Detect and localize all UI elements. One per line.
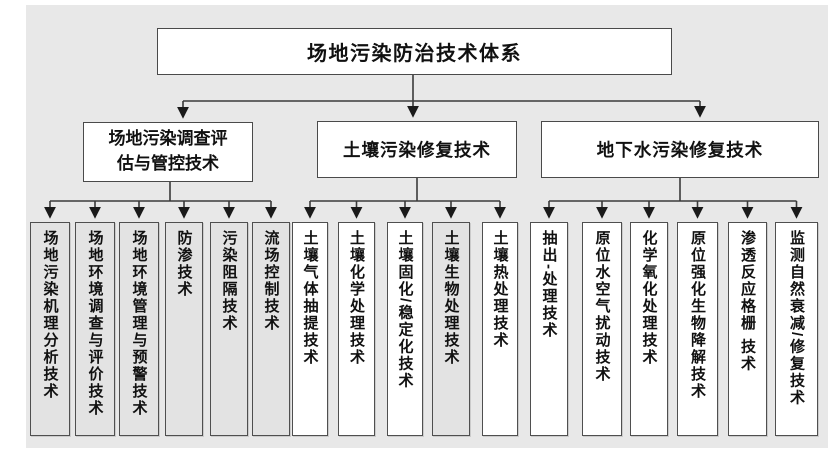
leaf-node: 场地环境调查与评价技术 [75, 222, 115, 436]
leaf-node: 土壤热处理技术 [482, 222, 518, 436]
leaf-node: 防渗技术 [165, 222, 203, 436]
leaf-node-label: 污染阻隔技术 [220, 230, 238, 332]
root-node: 场地污染防治技术体系 [157, 28, 672, 75]
leaf-node-label: 防渗技术 [175, 230, 193, 298]
leaf-node-label: 土壤固化/稳定化技术 [396, 230, 414, 390]
leaf-node: 土壤化学处理技术 [338, 222, 375, 436]
branch-node-label: 地下水污染修复技术 [596, 140, 764, 160]
leaf-node-label: 土壤热处理技术 [491, 230, 509, 349]
leaf-node-label: 土壤生物处理技术 [442, 230, 460, 366]
leaf-node: 渗透反应格栅 技术 [728, 222, 767, 436]
leaf-node: 原位强化生物降解技术 [677, 222, 718, 436]
leaf-node-label: 渗透反应格栅 技术 [739, 230, 756, 373]
leaf-node: 原位水空气扰动技术 [582, 222, 622, 436]
leaf-node-label: 场地污染机理分析技术 [41, 230, 59, 400]
leaf-node: 土壤生物处理技术 [432, 222, 470, 436]
leaf-node: 流场控制技术 [252, 222, 290, 436]
leaf-node-label: 流场控制技术 [262, 230, 280, 332]
leaf-node: 抽出-处理技术 [530, 222, 568, 436]
branch-node-investigation: 场地污染调查评 估与管控技术 [83, 122, 253, 182]
leaf-node-label: 土壤气体抽提技术 [301, 230, 319, 366]
leaf-node-label: 土壤化学处理技术 [348, 230, 365, 366]
leaf-node: 监测自然衰减/修复技术 [775, 222, 818, 436]
branch-node-label: 土壤污染修复技术 [343, 140, 491, 160]
leaf-node: 场地环境管理与预警技术 [119, 222, 159, 436]
root-node-label: 场地污染防治技术体系 [307, 43, 522, 65]
leaf-node: 土壤固化/稳定化技术 [387, 222, 423, 436]
leaf-node: 场地污染机理分析技术 [30, 222, 70, 436]
branch-node-soil-remediation: 土壤污染修复技术 [317, 121, 517, 178]
leaf-node: 土壤气体抽提技术 [292, 222, 328, 436]
leaf-node-label: 场地环境管理与预警技术 [130, 230, 148, 417]
leaf-node: 化学氧化处理技术 [630, 222, 668, 436]
branch-node-groundwater-remediation: 地下水污染修复技术 [541, 121, 819, 178]
leaf-node-label: 场地环境调查与评价技术 [86, 230, 104, 417]
leaf-node-label: 监测自然衰减/修复技术 [788, 230, 805, 407]
leaf-node-label: 原位强化生物降解技术 [689, 230, 706, 400]
leaf-node: 污染阻隔技术 [210, 222, 248, 436]
leaf-node-label: 抽出-处理技术 [540, 230, 558, 339]
leaf-node-label: 化学氧化处理技术 [640, 230, 658, 366]
leaf-node-label: 原位水空气扰动技术 [593, 230, 611, 383]
branch-node-label: 场地污染调查评 估与管控技术 [108, 129, 228, 173]
